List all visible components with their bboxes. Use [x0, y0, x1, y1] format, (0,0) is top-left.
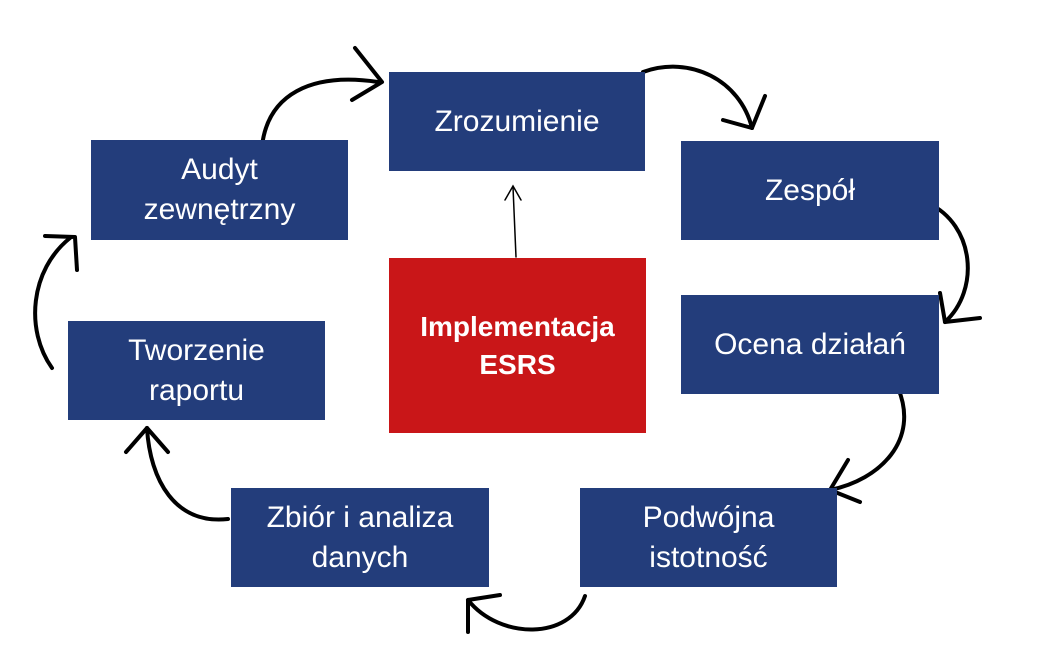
center-implementacja-esrs: Implementacja ESRS — [389, 258, 646, 433]
arrowhead-center-to-zrozumienie — [504, 184, 522, 201]
step-zespol: Zespół — [681, 141, 939, 240]
arrowhead-zbior-to-tworzenie — [124, 426, 170, 454]
center-label: Implementacja ESRS — [420, 310, 615, 380]
step-zbior-danych-label: Zbiór i analiza danych — [266, 500, 454, 574]
step-zespol-label: Zespół — [764, 173, 856, 207]
step-ocena-dzialan-label: Ocena działań — [714, 327, 906, 361]
step-podwojna-istotnosc-label: Podwójna istotność — [642, 500, 775, 574]
step-zbior-danych: Zbiór i analiza danych — [231, 488, 489, 587]
step-zrozumienie: Zrozumienie — [389, 72, 645, 171]
step-ocena-dzialan: Ocena działań — [681, 295, 939, 394]
arrow-zbior-to-tworzenie — [145, 426, 230, 522]
arrowhead-tworzenie-to-audyt — [43, 234, 79, 272]
arrow-tworzenie-to-audyt — [33, 236, 72, 370]
arrow-center-to-zrozumienie — [512, 186, 517, 258]
arrow-zrozumienie-to-zespol — [641, 64, 754, 130]
step-audyt-zewnetrzny-label: Audyt zewnętrzny — [143, 153, 296, 226]
arrowhead-audyt-to-zrozumienie — [350, 46, 384, 102]
step-podwojna-istotnosc: Podwójna istotność — [580, 488, 837, 587]
arrow-podwojna-to-zbior — [466, 594, 587, 632]
step-tworzenie-raportu: Tworzenie raportu — [68, 321, 325, 420]
arrow-ocena-to-podwojna — [828, 386, 906, 492]
step-audyt-zewnetrzny: Audyt zewnętrzny — [91, 140, 348, 240]
arrowhead-zrozumienie-to-zespol — [721, 94, 767, 130]
arrowhead-podwojna-to-zbior — [466, 593, 502, 634]
step-zrozumienie-label: Zrozumienie — [434, 104, 600, 138]
arrowhead-zespol-to-ocena — [938, 291, 982, 324]
step-tworzenie-raportu-label: Tworzenie raportu — [128, 333, 265, 407]
arrow-audyt-to-zrozumienie — [260, 77, 380, 148]
